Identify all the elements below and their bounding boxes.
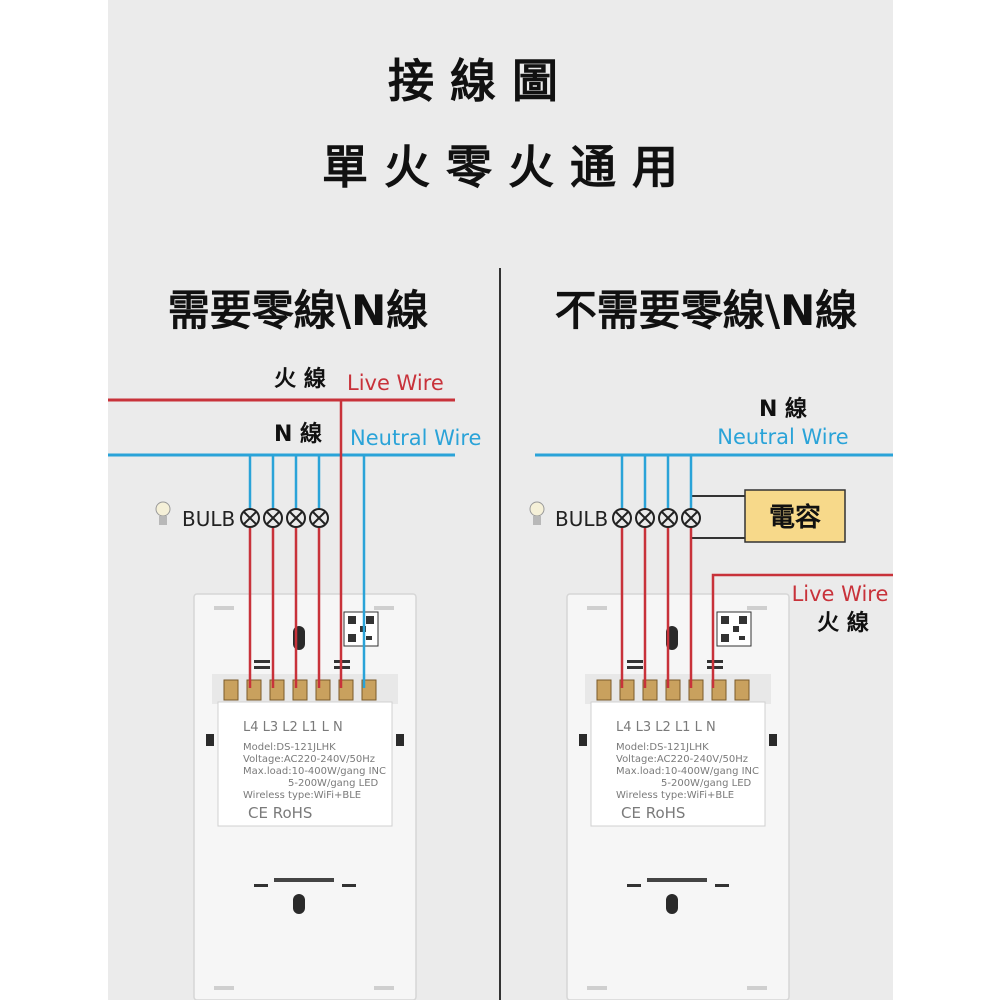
right-drop-wires xyxy=(620,455,893,688)
svg-text:Voltage:AC220-240V/50Hz: Voltage:AC220-240V/50Hz xyxy=(243,754,375,765)
right-live-en: Live Wire xyxy=(792,582,889,606)
right-neutral-cn: N 線 xyxy=(759,396,807,422)
capacitor-label: 電容 xyxy=(769,502,821,533)
svg-text:5-200W/gang LED: 5-200W/gang LED xyxy=(661,778,752,789)
left-bulb-label: BULB xyxy=(182,507,235,531)
svg-text:Wireless type:WiFi+BLE: Wireless type:WiFi+BLE xyxy=(616,790,734,801)
left-switch-label: L4 L3 L2 L1 L N Model:DS-121JLHK Voltage… xyxy=(243,720,386,822)
left-neutral-en: Neutral Wire xyxy=(350,426,481,450)
svg-text:CE RoHS: CE RoHS xyxy=(248,804,312,822)
title-line1: 接 線 圖 xyxy=(388,54,558,108)
left-lamp-symbols xyxy=(240,508,329,528)
svg-text:5-200W/gang LED: 5-200W/gang LED xyxy=(288,778,379,789)
right-live-cn: 火 線 xyxy=(817,610,869,636)
svg-text:Voltage:AC220-240V/50Hz: Voltage:AC220-240V/50Hz xyxy=(616,754,748,765)
right-lamp-symbols xyxy=(612,508,701,528)
right-heading: 不需要零線\N線 xyxy=(555,286,858,335)
right-neutral-en: Neutral Wire xyxy=(717,425,848,449)
right-bulb-icon xyxy=(529,501,545,525)
left-live-en: Live Wire xyxy=(347,371,444,395)
left-drop-wires xyxy=(248,400,366,688)
left-heading: 需要零線\N線 xyxy=(168,286,429,335)
svg-text:Model:DS-121JLHK: Model:DS-121JLHK xyxy=(616,742,709,753)
right-switch-label: L4 L3 L2 L1 L N Model:DS-121JLHK Voltage… xyxy=(616,720,759,822)
capacitor-wires xyxy=(691,495,745,539)
svg-text:L4 L3 L2 L1 L N: L4 L3 L2 L1 L N xyxy=(243,720,343,735)
title-line2: 單 火 零 火 通 用 xyxy=(322,140,678,194)
capacitor-box xyxy=(744,489,846,543)
left-live-cn: 火 線 xyxy=(274,366,326,392)
svg-text:Wireless type:WiFi+BLE: Wireless type:WiFi+BLE xyxy=(243,790,361,801)
left-neutral-cn: N 線 xyxy=(274,421,322,447)
svg-text:Max.load:10-400W/gang INC: Max.load:10-400W/gang INC xyxy=(243,766,386,777)
right-bulb-label: BULB xyxy=(555,507,608,531)
svg-text:CE RoHS: CE RoHS xyxy=(621,804,685,822)
left-bulb-icon xyxy=(155,501,171,525)
svg-text:Model:DS-121JLHK: Model:DS-121JLHK xyxy=(243,742,336,753)
svg-text:L4 L3 L2 L1 L N: L4 L3 L2 L1 L N xyxy=(616,720,716,735)
svg-text:Max.load:10-400W/gang INC: Max.load:10-400W/gang INC xyxy=(616,766,759,777)
